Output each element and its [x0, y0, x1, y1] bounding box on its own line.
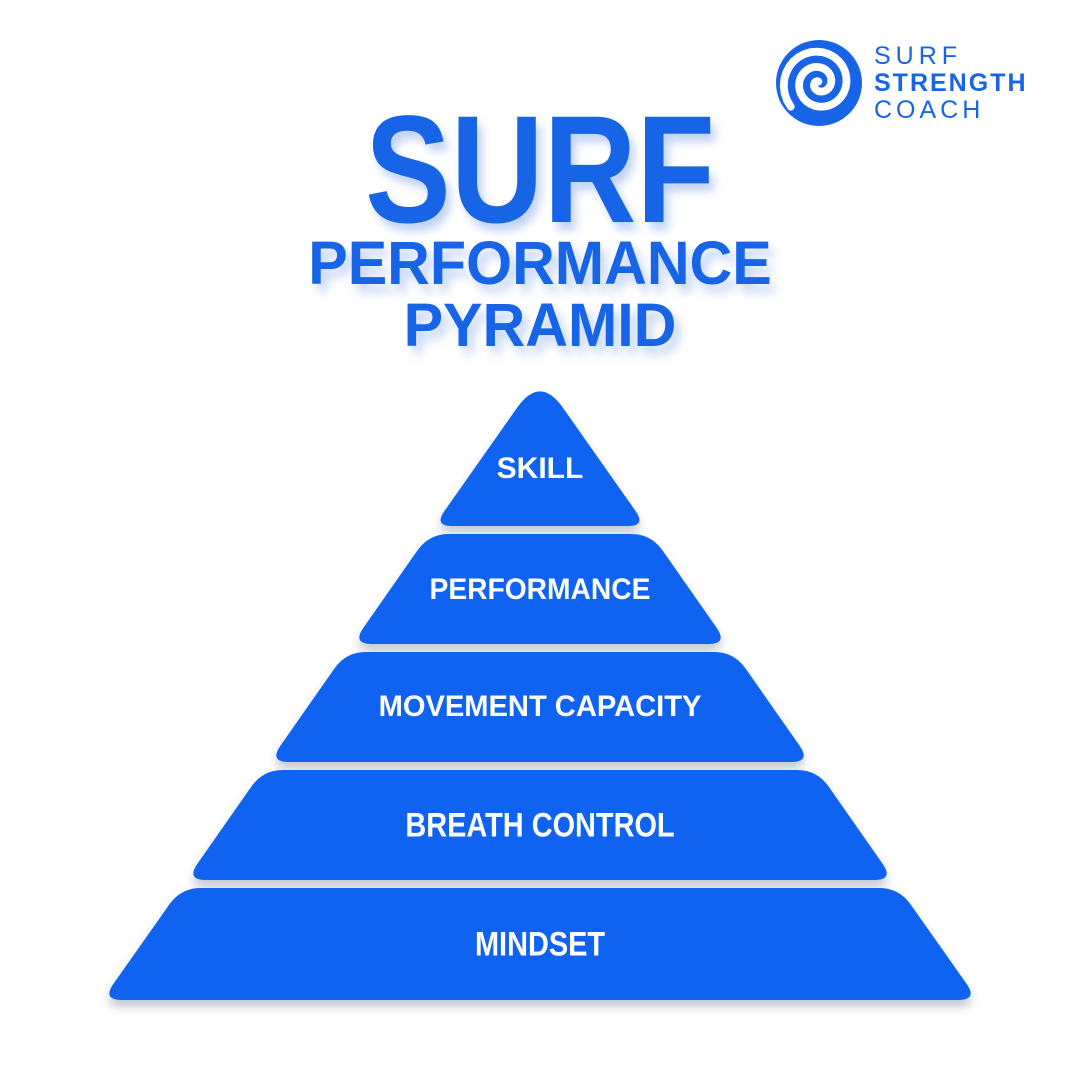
spiral-wave-icon [776, 40, 862, 126]
brand-logo: SURF STRENGTH COACH [776, 40, 1028, 126]
logo-word-coach: COACH [874, 95, 985, 124]
pyramid-level-3-shape [276, 652, 804, 762]
pyramid-level-5-label: MINDSET [474, 925, 606, 964]
logo-word-strength: STRENGTH [874, 68, 1028, 97]
pyramid-level-5-shape [109, 888, 971, 1000]
pyramid-level-4-shape [193, 770, 887, 880]
pyramid-level-2-shape [359, 534, 721, 644]
logo-word-surf: SURF [874, 41, 963, 70]
pyramid-level-3-label: MOVEMENT CAPACITY [378, 690, 702, 723]
pyramid-level-1-shape [440, 391, 640, 526]
pyramid-level-4-label: BREATH CONTROL [405, 806, 675, 845]
brand-logo-text: SURF STRENGTH COACH [874, 41, 1028, 124]
page-title-line-3: PYRAMID [403, 291, 677, 359]
pyramid-level-2-label: PERFORMANCE [429, 573, 651, 606]
page-title-line-2: PERFORMANCE [308, 229, 772, 297]
pyramid-level-1-label: SKILL [496, 452, 584, 485]
page-title-line-1: SURF [365, 84, 715, 255]
